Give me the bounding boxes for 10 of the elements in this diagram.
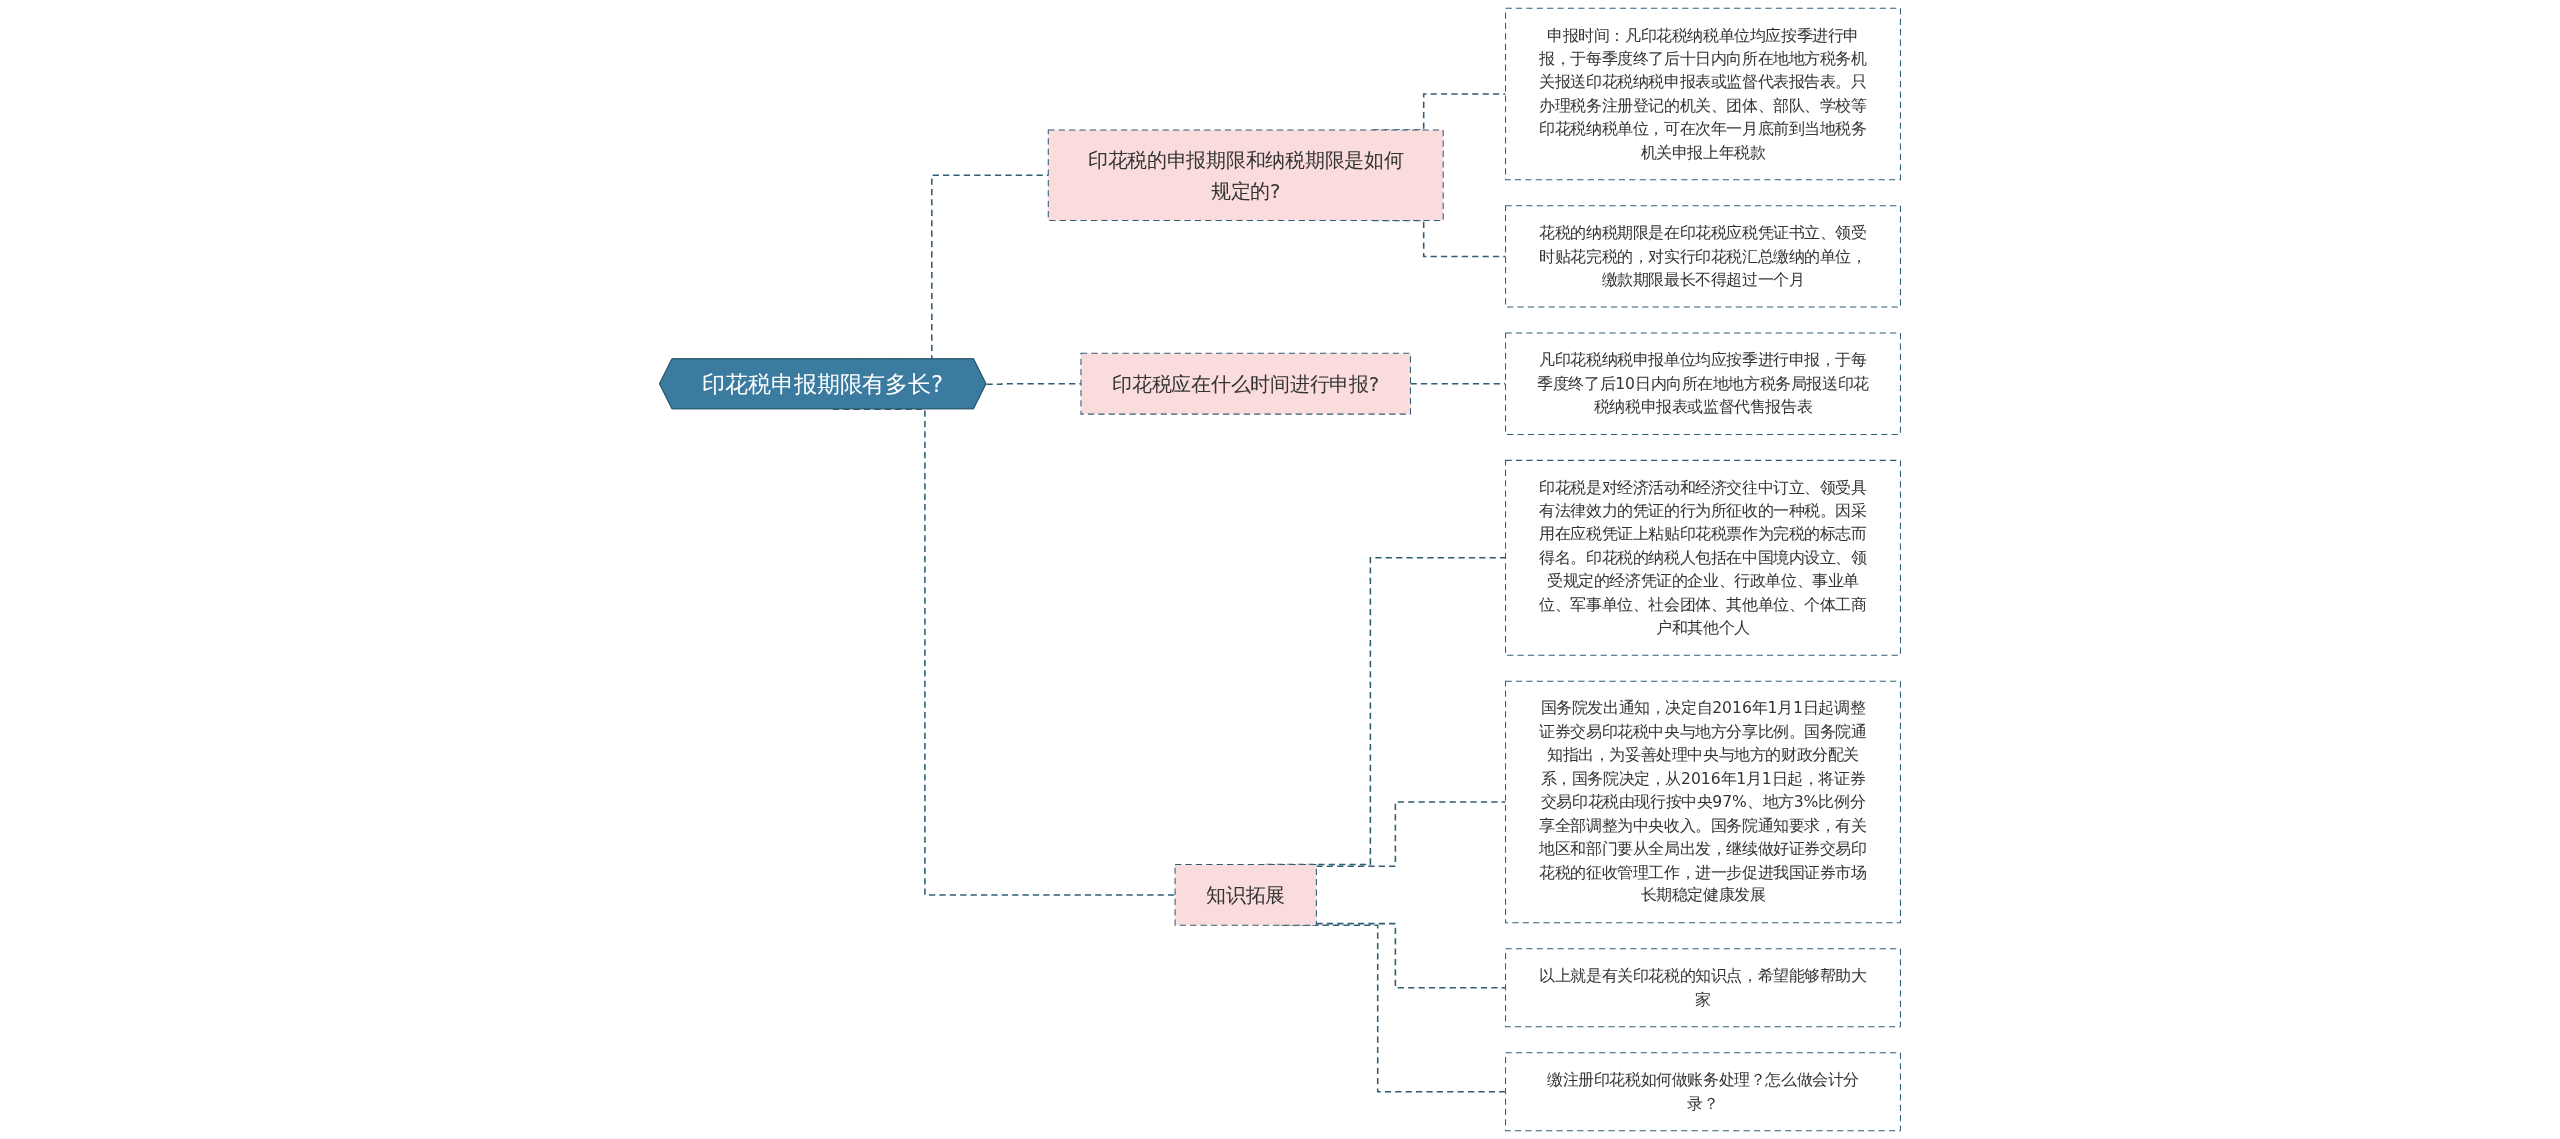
node-box: 以上就是有关印花税的知识点，希望能够帮助大家 xyxy=(1505,948,1901,1028)
node-box: 国务院发出通知，决定自2016年1月1日起调整证券交易印花税中央与地方分享比例。国务院通知指出，为妥善处理中央与地方的财政分配关系，国务院决定，从2016年1月1日起，将证券交易印花税由现行按中央97%、地方3%比例分享全部调整为中央收入。国务院通知要求，有关地区和部门要从全局出发，继续做好证券交易印花税的征收管理工作，进一步促进我国证券市场长期稳定健康发展 xyxy=(1505,680,1901,924)
node-box: 印花税是对经济活动和经济交往中订立、领受具有法律效力的凭证的行为所征收的一种税。因采用在应税凭证上粘贴印花税票作为完税的标志而得名。印花税的纳税人包括在中国境内设立、领受规定的经济凭证的企业、行政单位、事业单位、军事单位、社会团体、其他单位、个体工商户和其他个人 xyxy=(1505,459,1901,656)
node-box: 缴注册印花税如何做账务处理？怎么做会计分录？ xyxy=(1505,1052,1901,1132)
node-box: 印花税应在什么时间进行申报? xyxy=(1080,352,1411,415)
node-box: 知识拓展 xyxy=(1174,864,1317,926)
node-box: 花税的纳税期限是在印花税应税凭证书立、领受时贴花完税的，对实行印花税汇总缴纳的单位，缴款期限最长不得超过一个月 xyxy=(1505,205,1901,308)
node-box: 申报时间：凡印花税纳税单位均应按季进行申报，于每季度终了后十日内向所在地地方税务机关报送印花税纳税申报表或监督代表报告表。只办理税务注册登记的机关、团体、部队、学校等印花税纳税单位，可在次年一月底前到当地税务机关申报上年税款 xyxy=(1505,7,1901,181)
node-box: 印花税的申报期限和纳税期限是如何规定的? xyxy=(1047,129,1444,221)
node-box: 凡印花税纳税申报单位均应按季进行申报，于每季度终了后10日内向所在地地方税务局报送印花税纳税申报表或监督代售报告表 xyxy=(1505,332,1901,435)
